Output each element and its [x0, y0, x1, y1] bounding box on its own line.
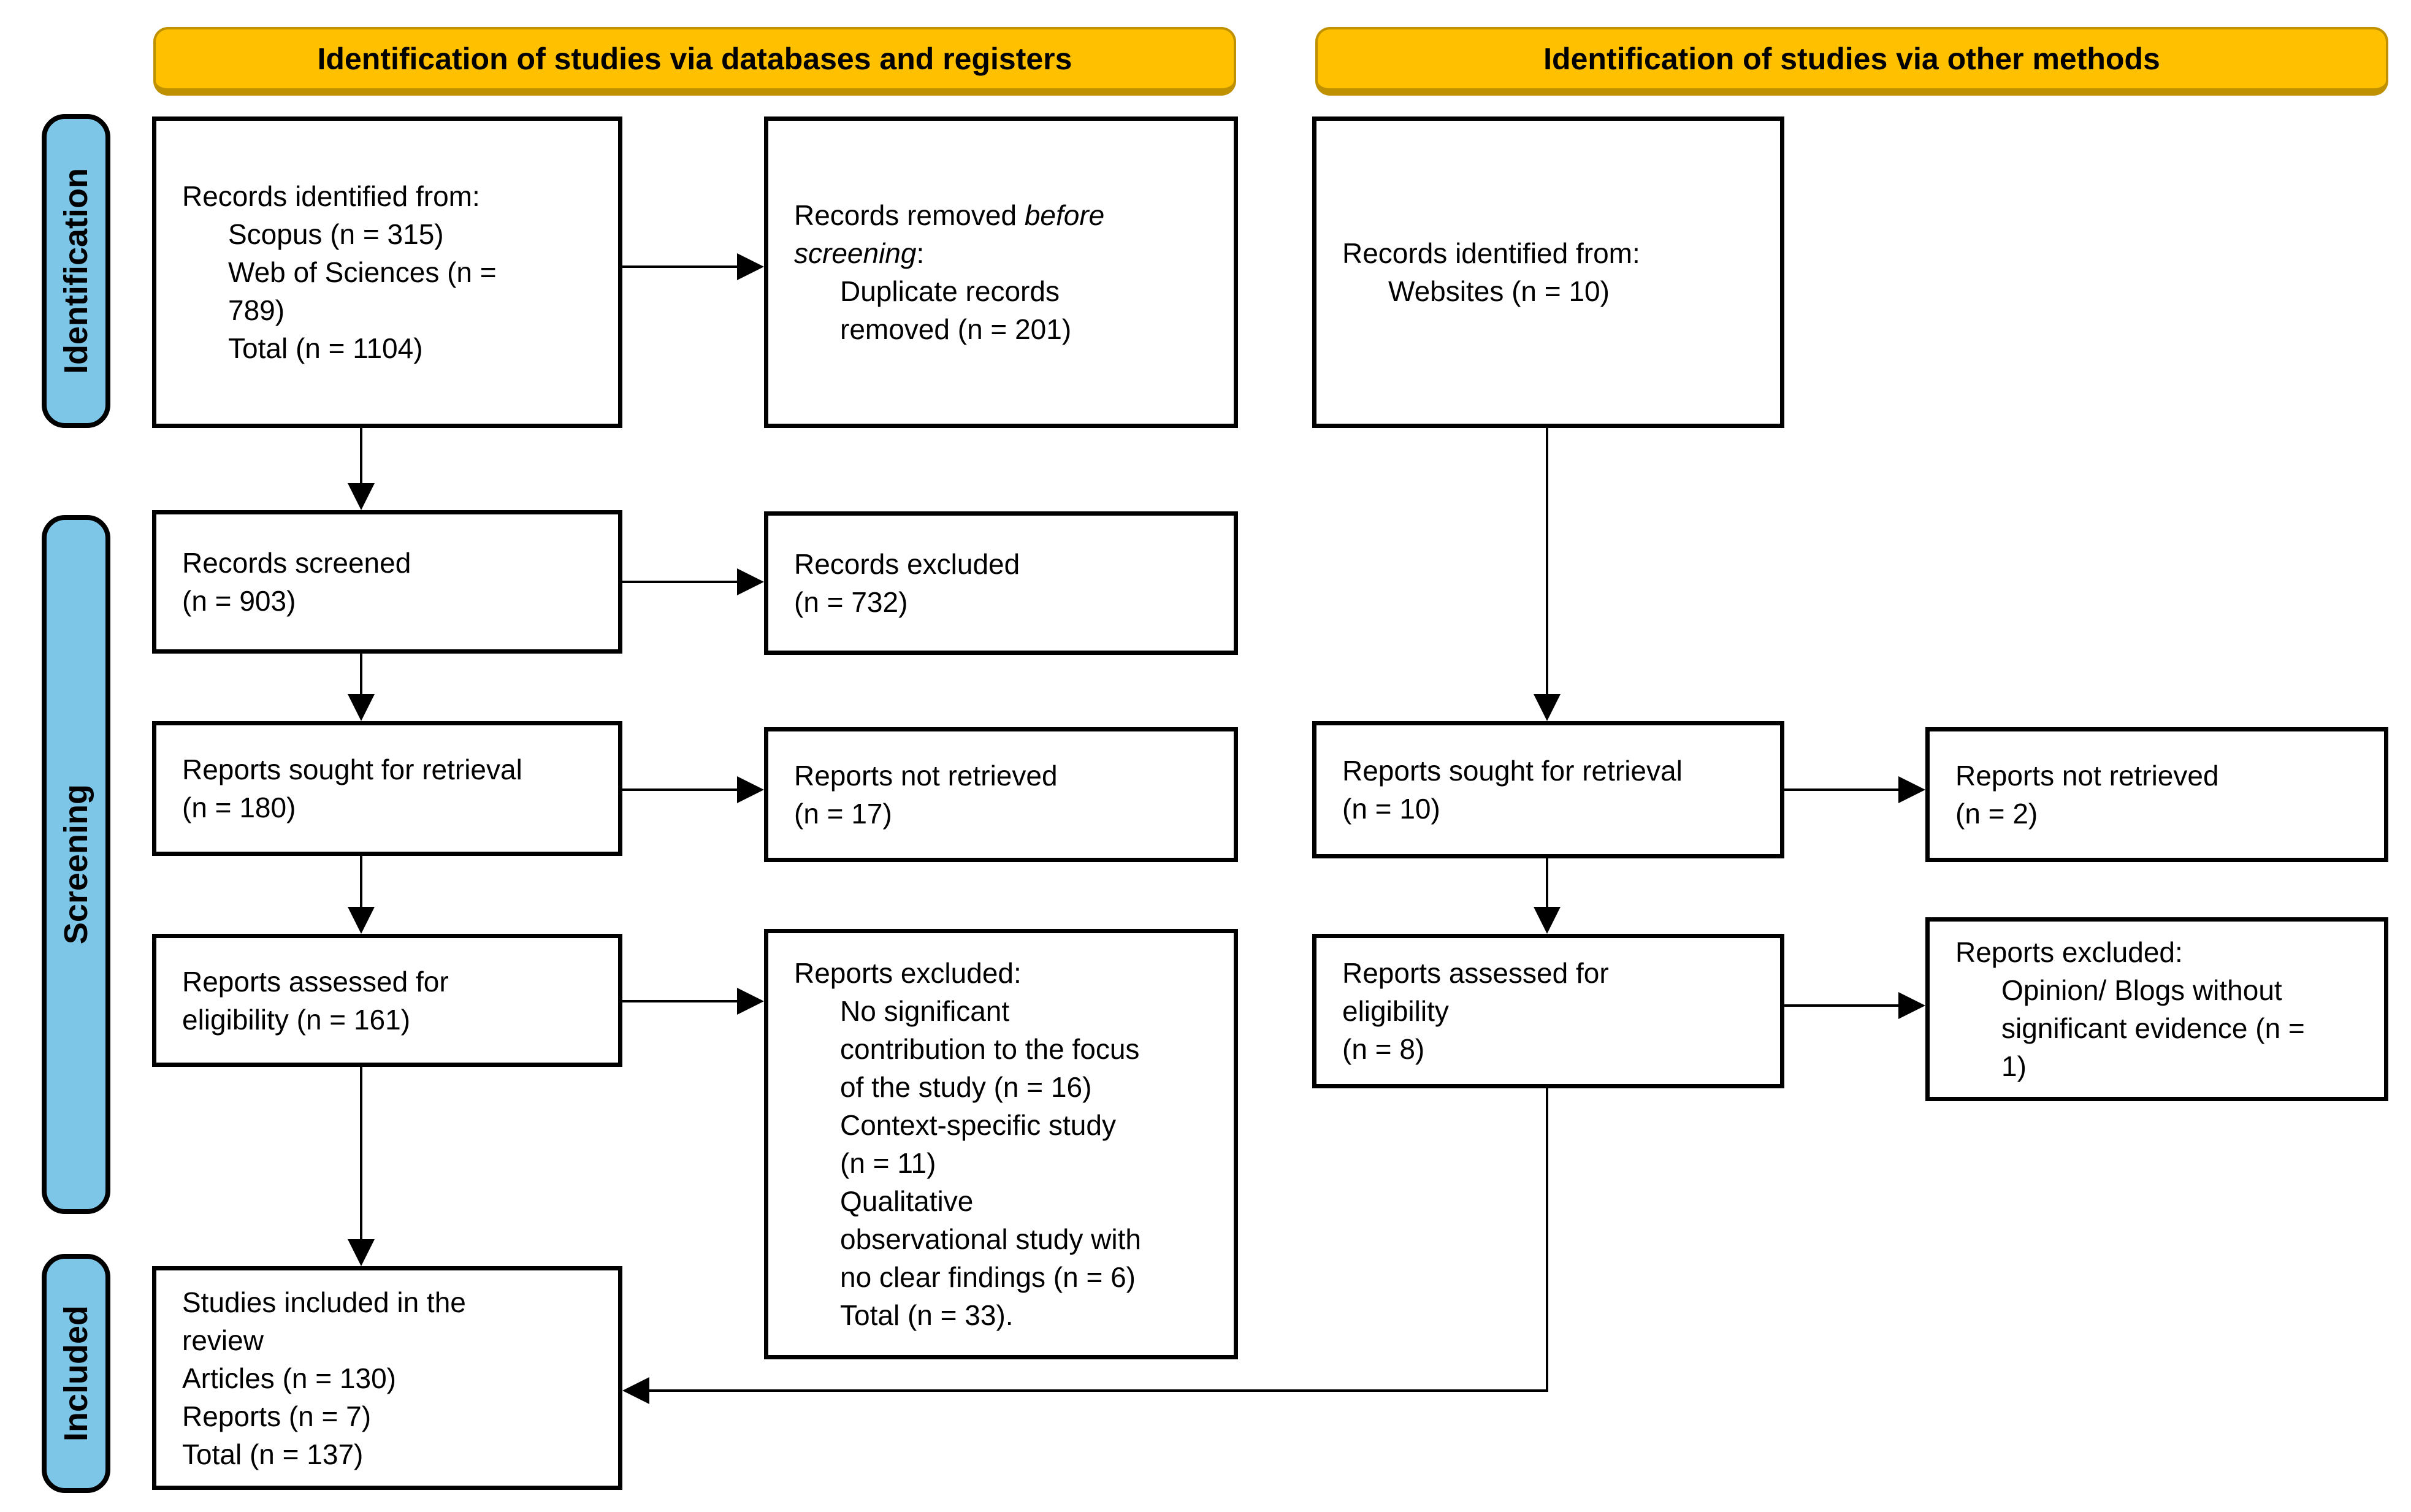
- banner-databases-registers: Identification of studies via databases …: [153, 27, 1236, 96]
- text-line: (n = 10): [1342, 793, 1440, 825]
- arrowhead-screened-to-excluded: [737, 568, 764, 595]
- text-line: review: [182, 1324, 264, 1356]
- arrowhead-sought-other-to-assessed: [1534, 907, 1561, 934]
- text-line: 1): [2001, 1050, 2027, 1082]
- text-line: Qualitative: [840, 1185, 974, 1217]
- box-records-screened: Records screened (n = 903): [152, 510, 622, 654]
- arrow-line-assessed-other-down: [1546, 1088, 1548, 1391]
- text-line: Articles (n = 130): [182, 1362, 396, 1394]
- arrow-line-sought-to-assessed: [360, 856, 362, 907]
- text-line: Duplicate records: [840, 275, 1060, 307]
- text-line: Reports sought for retrieval: [1342, 755, 1683, 787]
- box-reports-sought-other: Reports sought for retrieval (n = 10): [1312, 721, 1784, 858]
- text-line: Records identified from:: [182, 180, 480, 212]
- box-records-removed-before-screening: Records removed before screening: Duplicat…: [764, 116, 1238, 428]
- text-line: Reports assessed for: [1342, 957, 1609, 989]
- stage-screening: Screening: [42, 515, 110, 1214]
- text-line: contribution to the focus: [840, 1033, 1140, 1065]
- arrow-line-screened-to-excluded: [622, 581, 737, 583]
- text-line: (n = 2): [1955, 798, 2038, 830]
- text-line: Records identified from:: [1342, 237, 1640, 269]
- arrow-line-sought-to-notretrieved: [622, 788, 737, 791]
- arrowhead-screened-to-sought: [348, 694, 375, 721]
- arrow-line-screened-to-sought: [360, 654, 362, 694]
- text-line: eligibility: [1342, 995, 1449, 1027]
- text-line: Context-specific study: [840, 1109, 1116, 1141]
- box-records-identified-other: Records identified from: Websites (n = 10…: [1312, 116, 1784, 428]
- text-line: (n = 17): [794, 798, 892, 830]
- arrow-line-identified-to-screened: [360, 428, 362, 483]
- box-reports-not-retrieved-databases: Reports not retrieved (n = 17): [764, 727, 1238, 862]
- text-line: Studies included in the: [182, 1286, 466, 1318]
- arrowhead-sought-other-to-notretrieved: [1898, 776, 1925, 803]
- arrowhead-identified-to-removed: [737, 253, 764, 280]
- banner-databases-label: Identification of studies via databases …: [317, 42, 1072, 76]
- arrowhead-websites-to-sought: [1534, 694, 1561, 721]
- text-line: Records removed before: [794, 199, 1105, 231]
- box-records-excluded: Records excluded (n = 732): [764, 511, 1238, 655]
- arrowhead-identified-to-screened: [348, 483, 375, 510]
- text-line: Opinion/ Blogs without: [2001, 974, 2282, 1006]
- box-reports-sought-databases: Reports sought for retrieval (n = 180): [152, 721, 622, 856]
- text-line: Records screened: [182, 547, 411, 579]
- stage-included: Included: [42, 1254, 110, 1493]
- arrowhead-assessed-other-to-excluded: [1898, 992, 1925, 1019]
- box-reports-excluded-databases: Reports excluded: No significant contribut…: [764, 929, 1238, 1359]
- stage-identification-label: Identification: [58, 168, 94, 374]
- stage-included-label: Included: [58, 1305, 94, 1441]
- arrow-line-sought-other-to-assessed: [1546, 858, 1548, 907]
- box-reports-assessed-databases: Reports assessed for eligibility (n = 161…: [152, 934, 622, 1067]
- banner-other-methods: Identification of studies via other meth…: [1315, 27, 2388, 96]
- text-line: eligibility (n = 161): [182, 1003, 411, 1036]
- arrowhead-sought-to-notretrieved: [737, 776, 764, 803]
- text-line: (n = 903): [182, 585, 296, 617]
- text-line: Scopus (n = 315): [228, 218, 444, 250]
- arrow-line-assessed-to-excluded: [622, 1000, 737, 1002]
- text-line: 789): [228, 294, 285, 326]
- text-line: Total (n = 1104): [228, 332, 423, 364]
- text-line: Records excluded: [794, 548, 1020, 580]
- text-line: no clear findings (n = 6): [840, 1261, 1136, 1293]
- text-line: removed (n = 201): [840, 313, 1072, 345]
- box-reports-not-retrieved-other: Reports not retrieved (n = 2): [1925, 727, 2388, 862]
- text-line: observational study with: [840, 1223, 1141, 1255]
- arrow-line-assessed-other-to-excluded: [1784, 1004, 1898, 1007]
- arrowhead-assessed-to-excluded: [737, 988, 764, 1015]
- text-line: (n = 732): [794, 586, 908, 618]
- arrowhead-sought-to-assessed: [348, 907, 375, 934]
- text-line: of the study (n = 16): [840, 1071, 1092, 1103]
- arrow-line-websites-to-sought: [1546, 428, 1548, 694]
- text-line: significant evidence (n =: [2001, 1012, 2305, 1044]
- arrow-line-assessed-to-included: [360, 1067, 362, 1239]
- text-line: Websites (n = 10): [1388, 275, 1610, 307]
- text-line: (n = 180): [182, 792, 296, 823]
- text-line: Web of Sciences (n =: [228, 256, 497, 288]
- text-line: Reports excluded:: [1955, 936, 2183, 968]
- text-line: (n = 8): [1342, 1033, 1425, 1065]
- text-line: screening:: [794, 237, 925, 269]
- text-line: Reports (n = 7): [182, 1400, 372, 1432]
- text-line: Reports assessed for: [182, 965, 449, 998]
- text-line: (n = 11): [840, 1147, 936, 1179]
- arrow-line-identified-to-removed: [622, 265, 737, 268]
- arrow-line-other-to-included: [649, 1389, 1548, 1392]
- stage-identification: Identification: [42, 114, 110, 428]
- box-reports-assessed-other: Reports assessed for eligibility (n = 8): [1312, 934, 1784, 1088]
- banner-other-label: Identification of studies via other meth…: [1543, 42, 2160, 76]
- box-records-identified-databases: Records identified from: Scopus (n = 315)…: [152, 116, 622, 428]
- text-line: Reports excluded:: [794, 957, 1022, 989]
- text-line: Total (n = 33).: [840, 1299, 1014, 1331]
- text-line: No significant: [840, 995, 1010, 1027]
- arrow-line-sought-other-to-notretrieved: [1784, 788, 1898, 791]
- arrowhead-assessed-to-included: [348, 1239, 375, 1266]
- stage-screening-label: Screening: [58, 784, 94, 945]
- text-line: Reports not retrieved: [1955, 760, 2219, 792]
- text-line: Total (n = 137): [182, 1438, 364, 1470]
- text-line: Reports sought for retrieval: [182, 754, 522, 785]
- box-reports-excluded-other: Reports excluded: Opinion/ Blogs without s…: [1925, 917, 2388, 1101]
- arrowhead-other-to-included: [622, 1377, 649, 1404]
- text-line: Reports not retrieved: [794, 760, 1058, 792]
